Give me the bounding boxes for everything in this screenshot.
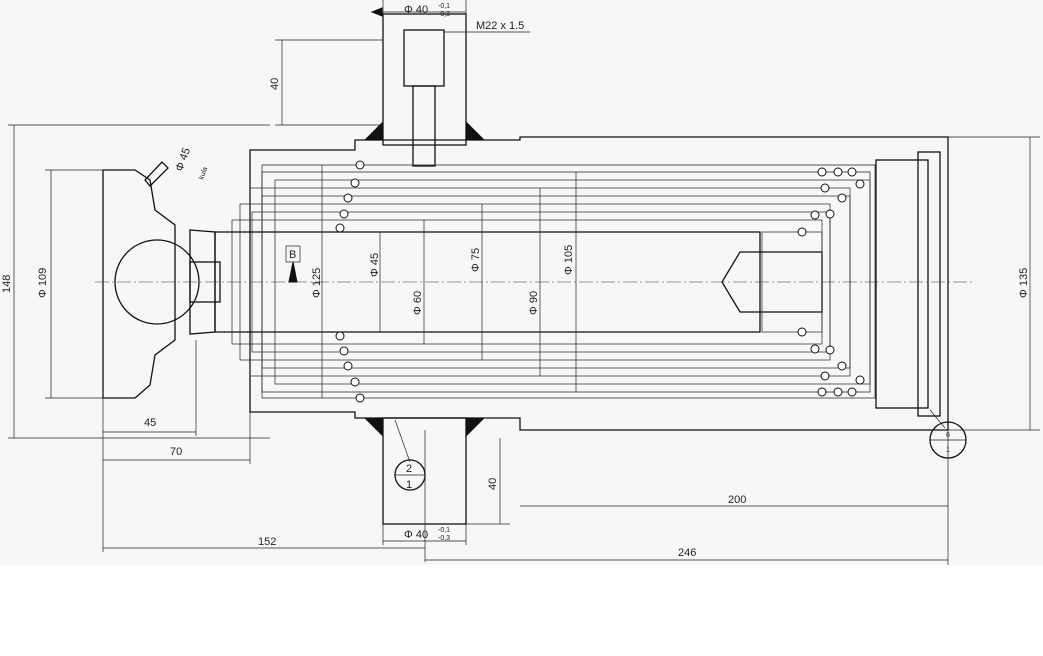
label-dia-60: Φ 60 <box>412 291 424 315</box>
label-port-tol-top-lower: -0,3 <box>438 11 450 18</box>
label-ball-note: kula <box>198 166 209 181</box>
label-port-tol-bottom-upper: -0,1 <box>438 527 450 534</box>
callout-right <box>929 421 967 459</box>
label-port-height-top: 40 <box>269 78 281 90</box>
label-port-tol-bottom-lower: -0,3 <box>438 535 450 542</box>
label-port-height-bottom: 40 <box>487 478 499 490</box>
label-dim-152: 152 <box>258 536 276 548</box>
label-thread: M22 x 1.5 <box>476 20 524 32</box>
label-dim-246: 246 <box>678 547 696 559</box>
callout-left-bottom: 1 <box>406 479 412 491</box>
label-port-diameter-top: Φ 40 <box>404 4 428 16</box>
label-dia-45: Φ 45 <box>369 253 381 277</box>
label-dia-125: Φ 125 <box>311 268 323 298</box>
label-dia-90: Φ 90 <box>528 291 540 315</box>
label-dim-70: 70 <box>170 446 182 458</box>
label-dia-135: Φ 135 <box>1018 268 1030 298</box>
dimension-lines <box>8 0 1040 565</box>
label-dim-45: 45 <box>144 417 156 429</box>
label-dim-200: 200 <box>728 494 746 506</box>
callout-left <box>394 459 426 491</box>
bottom-trunnion <box>363 417 486 525</box>
top-trunnion <box>363 13 486 167</box>
seal-rings <box>335 160 865 403</box>
label-port-tol-top-upper: -0,1 <box>438 3 450 10</box>
label-port-diameter-bottom: Φ 40 <box>404 529 428 541</box>
label-dia-109: Φ 109 <box>37 268 49 298</box>
callout-left-top: 2 <box>406 463 412 475</box>
end-cap <box>875 151 941 417</box>
label-dia-75: Φ 75 <box>470 248 482 272</box>
label-dia-105: Φ 105 <box>563 245 575 275</box>
callout-right-top: 6 <box>946 432 950 439</box>
label-dia-148: 148 <box>1 275 13 293</box>
labels: Φ 40 -0,1 -0,3 M22 x 1.5 40 Φ 45 kula Φ … <box>1 3 1030 559</box>
callout-right-bottom: 1 <box>946 447 950 454</box>
drawing-sheet <box>0 0 1043 565</box>
label-ref-b: B <box>289 249 296 261</box>
